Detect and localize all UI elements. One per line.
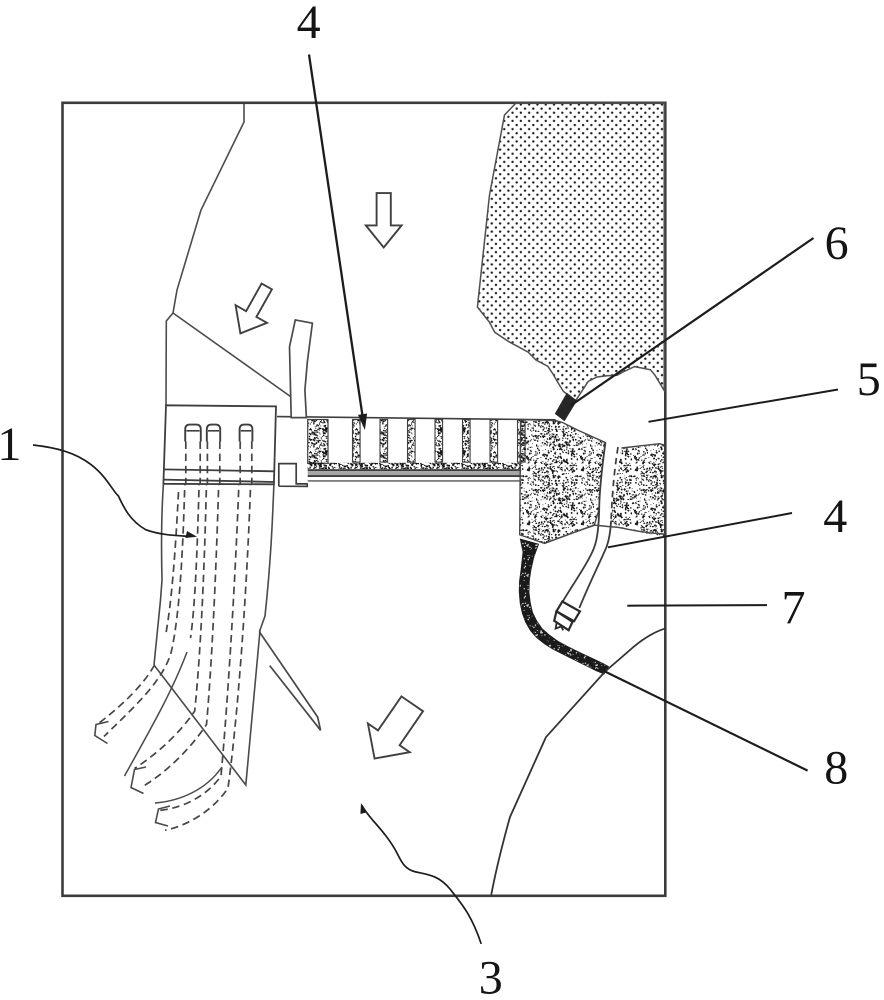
svg-text:4: 4 [823,490,847,543]
svg-text:7: 7 [782,581,806,634]
svg-text:8: 8 [824,742,848,795]
svg-text:1: 1 [0,418,21,471]
svg-text:5: 5 [857,353,881,406]
svg-text:4: 4 [297,0,321,49]
svg-text:3: 3 [479,951,503,1000]
svg-text:6: 6 [825,217,849,270]
